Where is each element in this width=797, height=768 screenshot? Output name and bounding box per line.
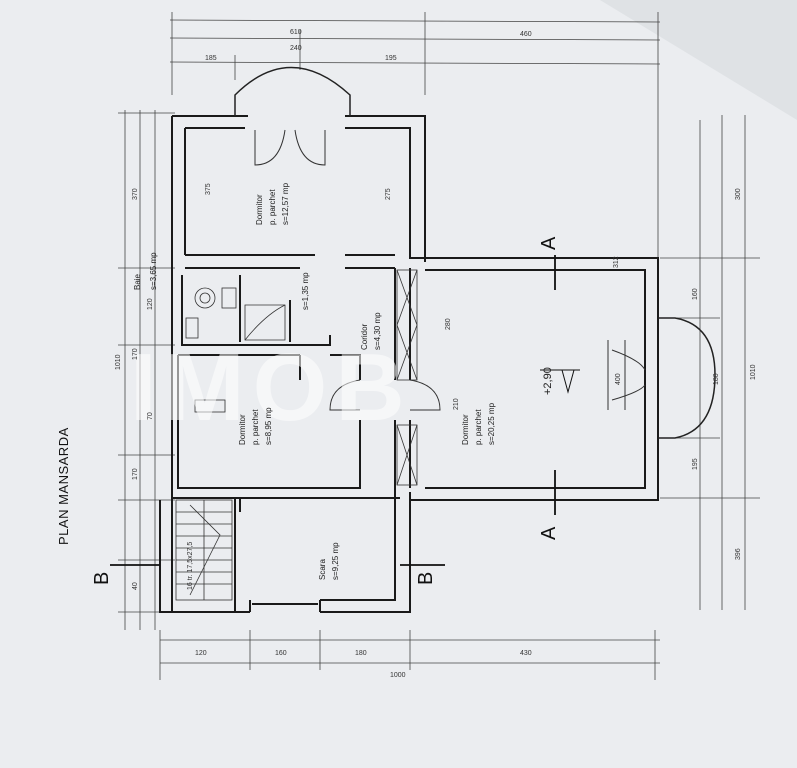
room-area: s=1,35 mp	[301, 272, 310, 310]
dim-bottom-total: 1000	[390, 672, 406, 679]
dim-inner-d: 280	[445, 318, 452, 330]
dim-right-e: 195	[692, 458, 699, 470]
section-b-right: B	[415, 572, 437, 585]
dim-top-a: 240	[290, 45, 302, 52]
wardrobes	[396, 269, 418, 486]
room-floor: p. parchet	[251, 409, 260, 445]
room-dormitor-mid: Dormitor p. parchet s=8,95 mp	[238, 407, 273, 445]
section-b-left: B	[91, 572, 113, 585]
room-area: s=12,57 mp	[281, 182, 290, 225]
dim-inner-f: 312	[613, 256, 620, 268]
dim-top-d: 195	[385, 55, 397, 62]
room-dormitor-top: Dormitor p. parchet s=12,57 mp	[255, 182, 290, 225]
dim-bottom-a: 430	[520, 650, 532, 657]
dim-right-b: 160	[692, 288, 699, 300]
level-marker	[540, 369, 580, 394]
room-name: Baie	[133, 273, 142, 290]
watermark: IMOB	[130, 334, 413, 441]
room-name: Dormitor	[238, 414, 247, 445]
dim-right-c: 180	[713, 373, 720, 385]
dim-right-d: 396	[735, 548, 742, 560]
dim-inner-c: 210	[453, 398, 460, 410]
dim-inner-b: 275	[385, 188, 392, 200]
room-area: s=3,65 mp	[149, 252, 158, 290]
section-lines	[110, 255, 556, 566]
room-area: s=20,25 mp	[487, 402, 496, 445]
room-name: Coridor	[360, 323, 369, 350]
dim-top-total: 610	[290, 29, 302, 36]
dim-left-f: 40	[132, 582, 139, 590]
room-area: s=4,30 mp	[373, 312, 382, 350]
dim-bottom-c: 160	[275, 650, 287, 657]
room-floor: p. parchet	[474, 409, 483, 445]
section-a-bottom: A	[538, 526, 560, 540]
dim-left-d: 120	[147, 298, 154, 310]
room-scara: Scara s=9,25 mp	[318, 542, 340, 580]
dim-inner-a: 375	[205, 183, 212, 195]
dim-left-c: 170	[132, 468, 139, 480]
dimension-lines	[118, 12, 760, 680]
dim-bottom-d: 120	[195, 650, 207, 657]
dim-left-e: 70	[147, 412, 154, 420]
stair-note: 16 tr. 17,5x27,5	[187, 542, 194, 590]
dim-left-total: 1010	[115, 354, 122, 370]
room-baie: Baie s=3,65 mp	[133, 252, 158, 290]
dim-right-a: 300	[735, 188, 742, 200]
room-coridor: Coridor s=4,30 mp	[360, 312, 382, 350]
dim-inner-e: 400	[615, 373, 622, 385]
stairs	[175, 499, 233, 601]
doors	[254, 129, 646, 411]
dim-right-total: 1010	[750, 364, 757, 380]
dim-left-a: 370	[132, 188, 139, 200]
dim-bottom-b: 180	[355, 650, 367, 657]
section-a-top: A	[538, 236, 560, 250]
balconies	[234, 66, 716, 439]
dim-top-b: 460	[520, 31, 532, 38]
room-name: Scara	[318, 559, 327, 580]
bath-fixtures	[185, 287, 286, 413]
dim-left-b: 170	[132, 348, 139, 360]
plan-title: PLAN MANSARDA	[56, 427, 71, 545]
room-area: s=9,25 mp	[331, 542, 340, 580]
dim-top-c: 185	[205, 55, 217, 62]
room-wc: s=1,35 mp	[301, 272, 310, 310]
room-name: Dormitor	[461, 414, 470, 445]
paper-shadow	[600, 0, 797, 120]
room-name: Dormitor	[255, 194, 264, 225]
room-dormitor-big: Dormitor p. parchet s=20,25 mp	[461, 402, 496, 445]
walls	[159, 115, 659, 613]
room-floor: p. parchet	[268, 189, 277, 225]
room-area: s=8,95 mp	[264, 407, 273, 445]
level-label: +2,90	[542, 367, 554, 395]
dimension-labels: 610 240 460 185 195 1000 430 180 160 120…	[115, 29, 757, 679]
